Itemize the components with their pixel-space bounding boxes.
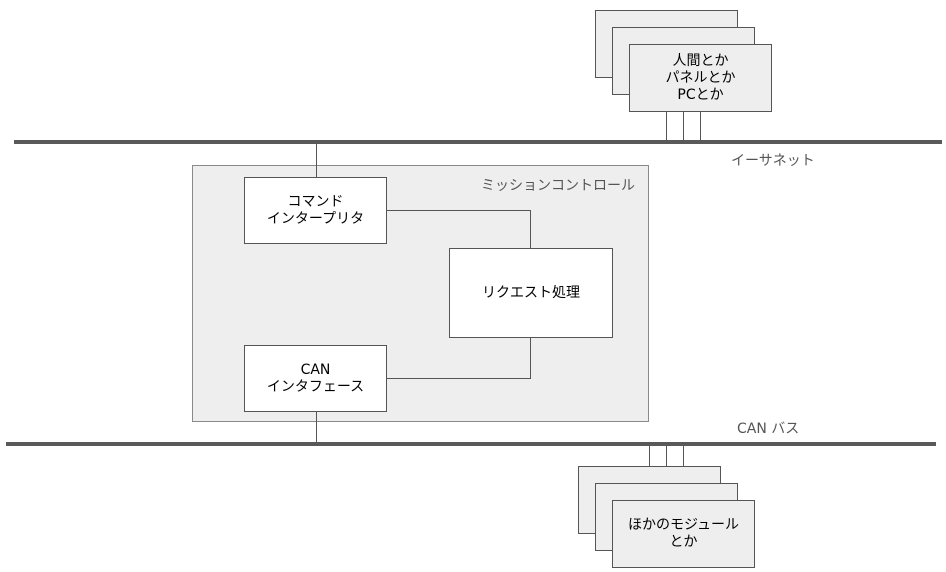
request-processing-box: リクエスト処理	[449, 248, 613, 338]
client-box: 人間とか パネルとか PCとか	[629, 44, 772, 112]
command-interpreter-box: コマンド インタープリタ	[244, 177, 387, 244]
client-link-2	[683, 112, 684, 142]
can-drop	[316, 412, 317, 442]
ethernet-bus	[14, 140, 942, 144]
can-bus-label: CAN バス	[737, 421, 800, 437]
client-link-3	[700, 112, 701, 142]
mission-control-title: ミッションコントロール	[481, 178, 635, 194]
ethernet-label: イーサネット	[731, 153, 815, 169]
command-to-request-v	[530, 210, 531, 248]
can-bus	[6, 442, 936, 446]
ethernet-drop	[316, 144, 317, 177]
request-to-can-v	[530, 338, 531, 378]
command-to-request-h	[387, 210, 531, 211]
request-to-can-h	[387, 378, 531, 379]
module-link-1	[649, 446, 650, 466]
can-interface-box: CAN インタフェース	[244, 345, 387, 412]
client-link-1	[666, 112, 667, 142]
module-box: ほかのモジュール とか	[612, 500, 755, 568]
module-link-2	[666, 446, 667, 483]
